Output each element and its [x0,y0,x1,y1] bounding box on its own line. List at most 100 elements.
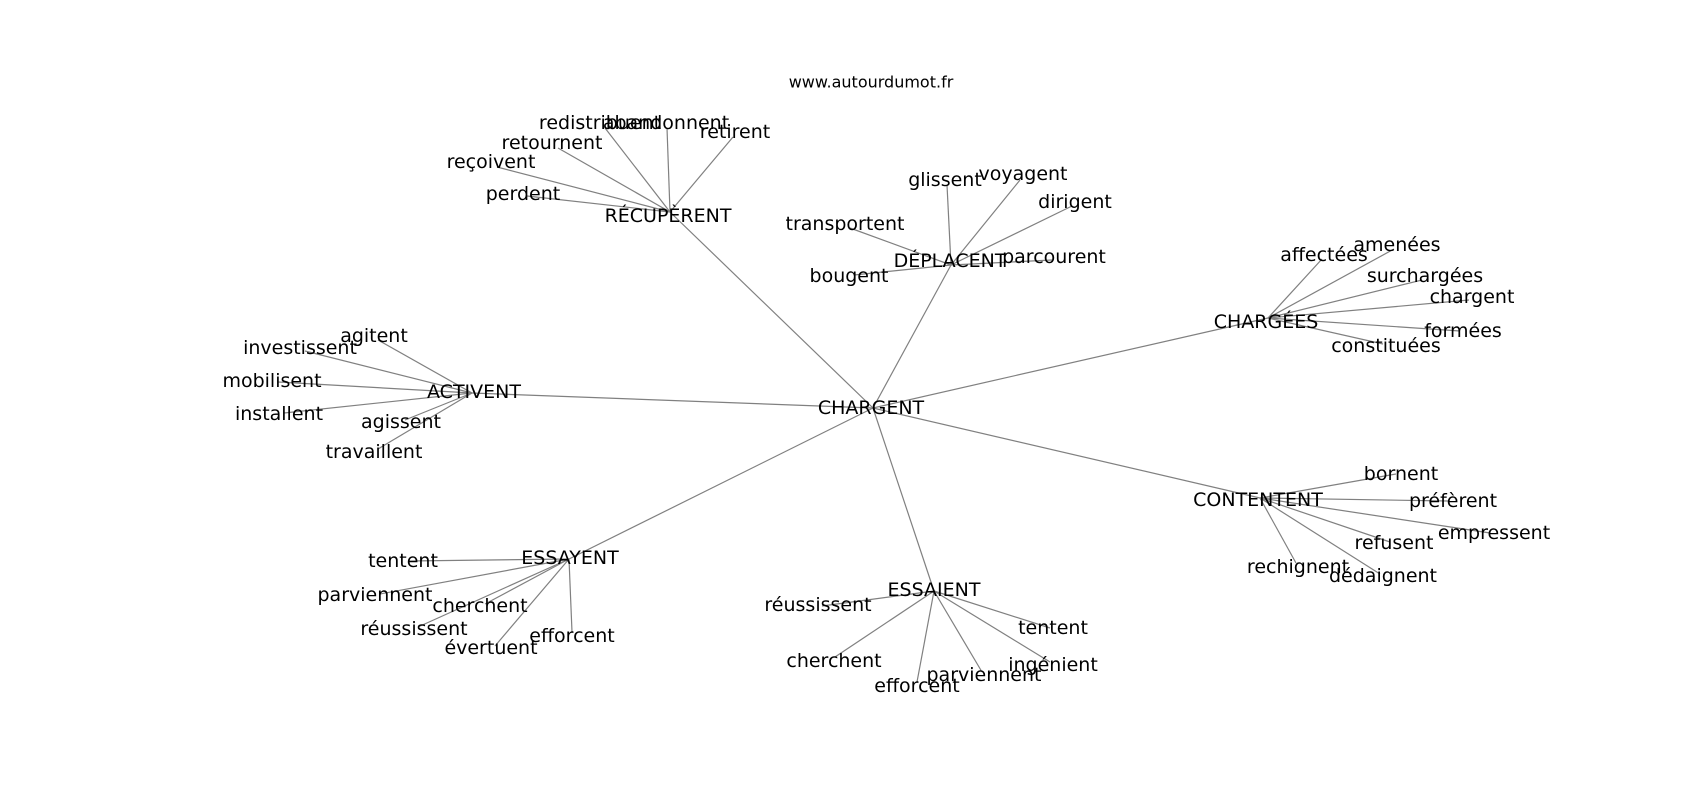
edge-essaient-tentent [933,590,1051,629]
edge-deplacent-dirigent [950,205,1073,266]
leaf-word-preferent[interactable]: préfèrent [1409,490,1497,512]
edge-chargees-formees [1267,317,1461,332]
edge-activent-travaillent [377,392,473,450]
hub-word-chargees[interactable]: CHARGÉES [1214,310,1319,333]
leaf-word-amenees[interactable]: amenées [1353,234,1440,256]
edge-essaient-reussissent [821,590,935,607]
leaf-word-parviennent[interactable]: parviennent [927,664,1042,686]
leaf-word-efforcent[interactable]: efforcent [529,625,614,647]
edge-essaient-parviennent [933,590,983,673]
leaf-word-tentent[interactable]: tentent [1018,617,1088,639]
leaf-word-investissent[interactable]: investissent [243,337,357,359]
hub-word-recuperent[interactable]: RÉCUPÈRENT [605,204,732,227]
edge-center-essaient [872,407,935,592]
leaf-word-recoivent[interactable]: reçoivent [447,151,536,173]
leaf-word-parviennent[interactable]: parviennent [318,584,433,606]
edge-center-contentent [872,407,1261,499]
graph-edges [277,127,1491,683]
leaf-word-perdent[interactable]: perdent [486,183,560,205]
hub-word-deplacent[interactable]: DÉPLACENT [894,249,1007,272]
edge-contentent-refusent [1259,497,1391,543]
leaf-word-redistribuent[interactable]: redistribuent [539,112,661,134]
edge-essaient-efforcent [916,590,935,683]
leaf-word-constituees[interactable]: constituées [1331,335,1441,357]
leaf-word-rechignent[interactable]: rechignent [1247,556,1349,578]
edge-essayent-parviennent [379,558,570,595]
leaf-word-cherchent[interactable]: cherchent [786,650,881,672]
edge-recuperent-redistribuent [604,127,671,213]
leaf-word-voyagent[interactable]: voyagent [979,163,1068,185]
edge-essayent-efforcent [568,558,573,633]
leaf-word-chargent[interactable]: chargent [1430,286,1515,308]
edge-activent-agissent [404,392,473,421]
leaf-word-formees[interactable]: formées [1424,320,1502,342]
leaf-word-retirent[interactable]: retirent [700,121,770,143]
edge-deplacent-bougent [853,264,952,276]
leaf-word-tentent[interactable]: tentent [368,550,438,572]
edge-contentent-rechignent [1259,497,1297,564]
edge-center-activent [471,392,874,409]
edge-activent-installent [283,392,473,414]
edge-essaient-ingenient [933,590,1051,663]
edge-chargees-affectees [1267,258,1323,319]
leaf-word-travaillent[interactable]: travaillent [326,441,423,463]
leaf-word-dirigent[interactable]: dirigent [1038,191,1112,213]
leaf-word-reussissent[interactable]: réussissent [764,594,871,616]
leaf-word-ingenient[interactable]: ingénient [1008,654,1098,676]
edge-center-recuperent [669,211,874,409]
leaf-word-bougent[interactable]: bougent [810,265,889,287]
edge-essayent-tentent [407,558,570,562]
edge-deplacent-transportent [849,227,952,266]
leaf-word-retournent[interactable]: retournent [502,132,603,154]
leaf-word-transportent[interactable]: transportent [786,213,905,235]
edge-recuperent-retirent [669,136,734,213]
leaf-word-dedaignent[interactable]: dédaignent [1329,565,1437,587]
edge-essayent-cherchent [484,558,570,605]
edge-chargees-amenees [1267,248,1395,319]
leaf-word-parcourent[interactable]: parcourent [1002,246,1106,268]
leaf-word-installent[interactable]: installent [235,403,323,425]
edge-essayent-evertuent [494,558,570,647]
edge-center-deplacent [872,264,952,409]
edge-activent-investissent [304,350,473,394]
edge-center-essayent [568,407,874,560]
hub-word-essayent[interactable]: ESSAYENT [521,547,619,569]
edge-deplacent-parcourent [950,259,1053,266]
edge-center-chargees [872,317,1269,409]
leaf-word-surchargees[interactable]: surchargées [1367,265,1483,287]
edge-recuperent-recoivent [496,166,671,213]
edge-activent-agitent [377,339,473,394]
edge-recuperent-perdent [526,195,671,213]
leaf-word-bornent[interactable]: bornent [1364,463,1438,485]
leaf-word-refusent[interactable]: refusent [1355,532,1434,554]
edge-contentent-preferent [1259,497,1449,502]
edge-chargees-constituees [1267,317,1384,345]
leaf-word-reussissent[interactable]: réussissent [360,618,467,640]
leaf-word-affectees[interactable]: affectées [1280,244,1368,266]
leaf-word-cherchent[interactable]: cherchent [432,595,527,617]
leaf-word-efforcent[interactable]: efforcent [874,675,959,697]
hub-word-essaient[interactable]: ESSAIENT [888,579,981,601]
leaf-word-abandonnent[interactable]: abandonnent [603,112,729,134]
leaf-word-agitent[interactable]: agitent [340,325,408,347]
edge-activent-mobilisent [277,381,473,394]
edge-contentent-dedaignent [1259,497,1381,575]
hub-word-activent[interactable]: ACTIVENT [427,381,521,403]
edge-deplacent-voyagent [950,179,1021,266]
leaf-word-evertuent[interactable]: évertuent [444,637,537,659]
center-word[interactable]: CHARGENT [818,397,925,419]
leaf-word-mobilisent[interactable]: mobilisent [222,370,321,392]
graph-labels: www.autourdumot.fr CHARGENT RÉCUPÈRENT re… [222,73,1550,698]
edge-essaient-cherchent [834,590,935,658]
edge-contentent-bornent [1259,473,1397,499]
hub-word-contentent[interactable]: CONTENTENT [1193,489,1323,511]
edge-recuperent-abandonnent [666,127,671,213]
leaf-word-agissent[interactable]: agissent [361,411,441,433]
site-watermark: www.autourdumot.fr [789,73,954,92]
edge-deplacent-glissent [946,184,952,266]
edge-chargees-surchargees [1267,279,1423,319]
leaf-word-glissent[interactable]: glissent [908,169,982,191]
edge-chargees-chargent [1267,299,1470,319]
leaf-word-empressent[interactable]: empressent [1438,522,1550,544]
